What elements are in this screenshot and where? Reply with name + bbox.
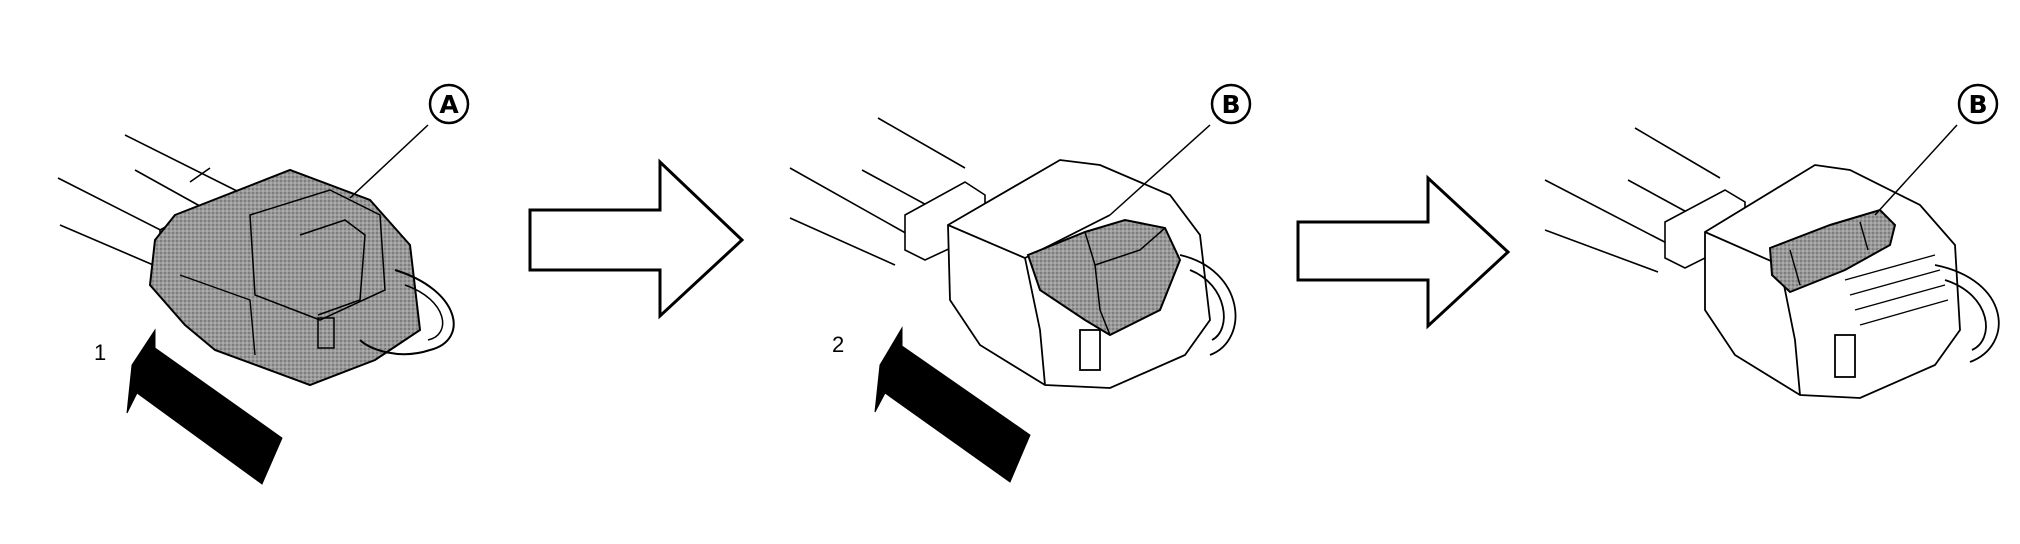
push-arrow-icon <box>126 328 283 485</box>
step-number-2: 2 <box>832 332 844 357</box>
push-arrow-icon <box>874 326 1031 483</box>
panel-step-3: B <box>1544 83 2000 399</box>
callout-b: B <box>1957 83 1999 125</box>
locking-tab-b-locked <box>1768 208 1897 294</box>
step-number-1: 1 <box>94 340 106 365</box>
callout-b-letter: B <box>1221 90 1240 119</box>
callout-a-letter: A <box>439 90 459 119</box>
connector-housing <box>1704 164 2000 399</box>
wire-harness <box>1544 127 1721 273</box>
callout-b: B <box>1210 83 1252 125</box>
step-arrow-icon-2 <box>1296 174 1511 330</box>
panel-step-1: A 1 <box>57 83 470 485</box>
connector-a-housing <box>148 168 455 387</box>
leader-line-a <box>349 124 429 199</box>
leader-line-b <box>1109 124 1211 216</box>
callout-b-letter: B <box>1968 90 1987 119</box>
leader-line-b <box>1874 124 1958 216</box>
panel-step-2: B 2 <box>789 83 1252 483</box>
step-arrow-icon-1 <box>528 158 745 320</box>
callout-a: A <box>428 83 470 125</box>
